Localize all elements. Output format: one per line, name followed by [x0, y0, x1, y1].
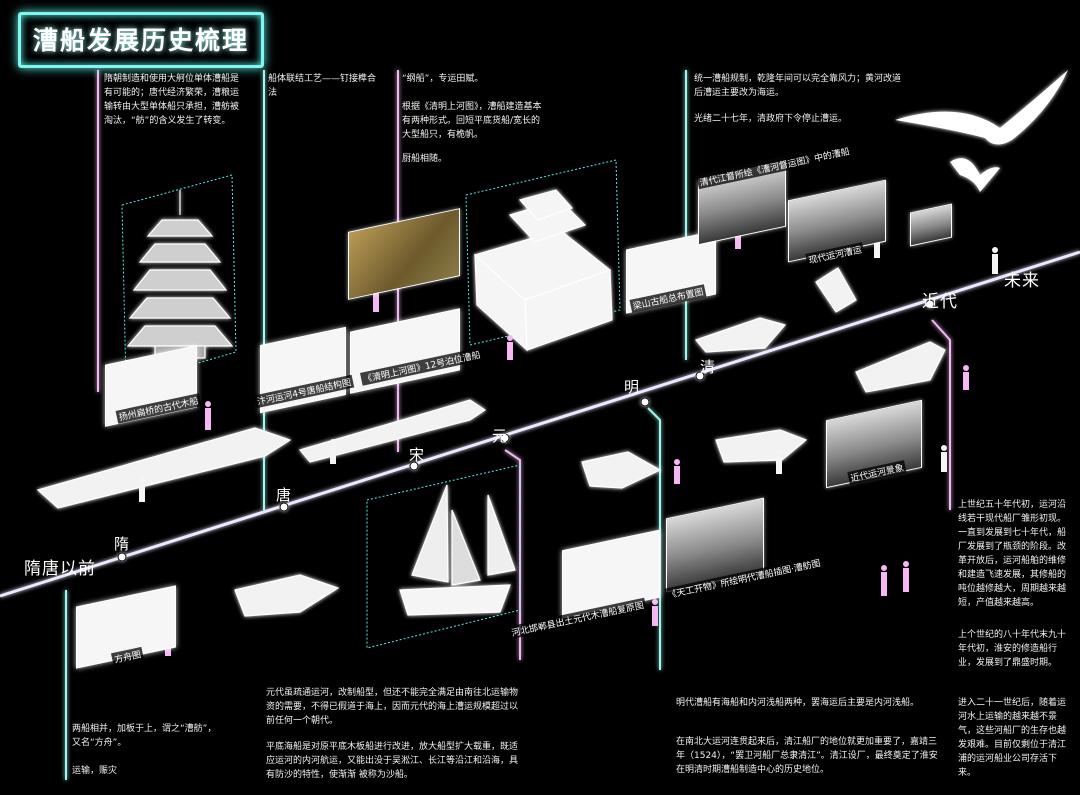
text-yuan-2: 平底海船是对原平底木板船进行改进，放大船型扩大载重，既适应运河的内河航运，又能出… — [266, 742, 519, 780]
text-sui: 隋朝制造和使用大舸位单体漕船是有可能的；唐代经济繁荣，漕粮运输转由大型单体船只承… — [104, 74, 240, 126]
text-pre-1: 两船相并，加板于上，谓之“漕舫”，又名“方舟”。 — [72, 724, 217, 748]
period-modern: 近代 — [922, 292, 958, 312]
connector-modern — [931, 319, 951, 510]
text-tang: 船体联结工艺——钉接榫合法 — [268, 74, 377, 98]
text-modern-2: 上个世纪的八十年代末九十年代初，淮安的修造船行业，发展到了鼎盛时期。 — [958, 630, 1067, 668]
period-ming: 明 — [624, 378, 641, 396]
period-qing: 清 — [700, 358, 717, 376]
timeline-axis — [0, 250, 1080, 598]
wire-sail — [366, 464, 521, 649]
period-tang: 唐 — [276, 486, 293, 504]
seagull-icons — [895, 70, 1068, 192]
timeline-boats — [36, 267, 946, 617]
text-yuan-1: 元代虽疏通运河，改制船型，但还不能完全满足由南往北运输物资的需要，不得已假道于海… — [266, 688, 519, 726]
text-qing-2: 光绪二十七年，清政府下令停止漕运。 — [694, 114, 848, 124]
text-song-3: 厨船相随。 — [402, 154, 448, 164]
period-sui: 隋 — [114, 535, 131, 553]
text-song-1: “纲船”，专运田赋。 — [402, 74, 484, 84]
sailing-ship — [399, 484, 516, 616]
text-qing-1: 统一漕船规制，乾隆年间可以完全靠风力；黄河改道后漕运主要改为海运。 — [694, 74, 902, 98]
text-song-2: 根据《清明上河图》，漕船建造基本有两种形式。回短平底货船/宽长的大型船只，有桅帆… — [402, 102, 542, 140]
pagoda-model — [126, 190, 234, 359]
human-figures-white — [139, 233, 998, 502]
text-ming-1: 明代漕船有海船和内河浅船两种，罢海运后主要是内河浅船。 — [676, 698, 920, 708]
wire-pagoda — [121, 174, 237, 385]
text-modern-1: 上世纪五十年代初，运河沿线若干现代船厂雏形初现。一直到发展到七十年代，船厂发展到… — [958, 500, 1067, 608]
wireframe-boxes — [121, 159, 621, 649]
wire-tower — [465, 159, 621, 346]
text-modern-3: 进入二十一世纪后，随着运河水上运输的越来越不景气，这些河船厂的生存也越发艰难。目… — [958, 698, 1067, 778]
tower-model — [473, 189, 613, 352]
connector-ming — [647, 407, 661, 670]
period-yuan: 元 — [492, 427, 509, 445]
text-pre-2: 运输，赈灾 — [72, 766, 118, 776]
page-title: 漕船发展历史梳理 — [18, 12, 265, 68]
period-future: 未来 — [1004, 271, 1040, 291]
period-pre-sui: 隋唐以前 — [24, 559, 96, 579]
period-song: 宋 — [409, 446, 426, 464]
text-ming-2: 在南北大运河连贯起来后，清江船厂的地位就更加重要了，嘉靖三年（1524），“罢卫… — [676, 737, 938, 775]
